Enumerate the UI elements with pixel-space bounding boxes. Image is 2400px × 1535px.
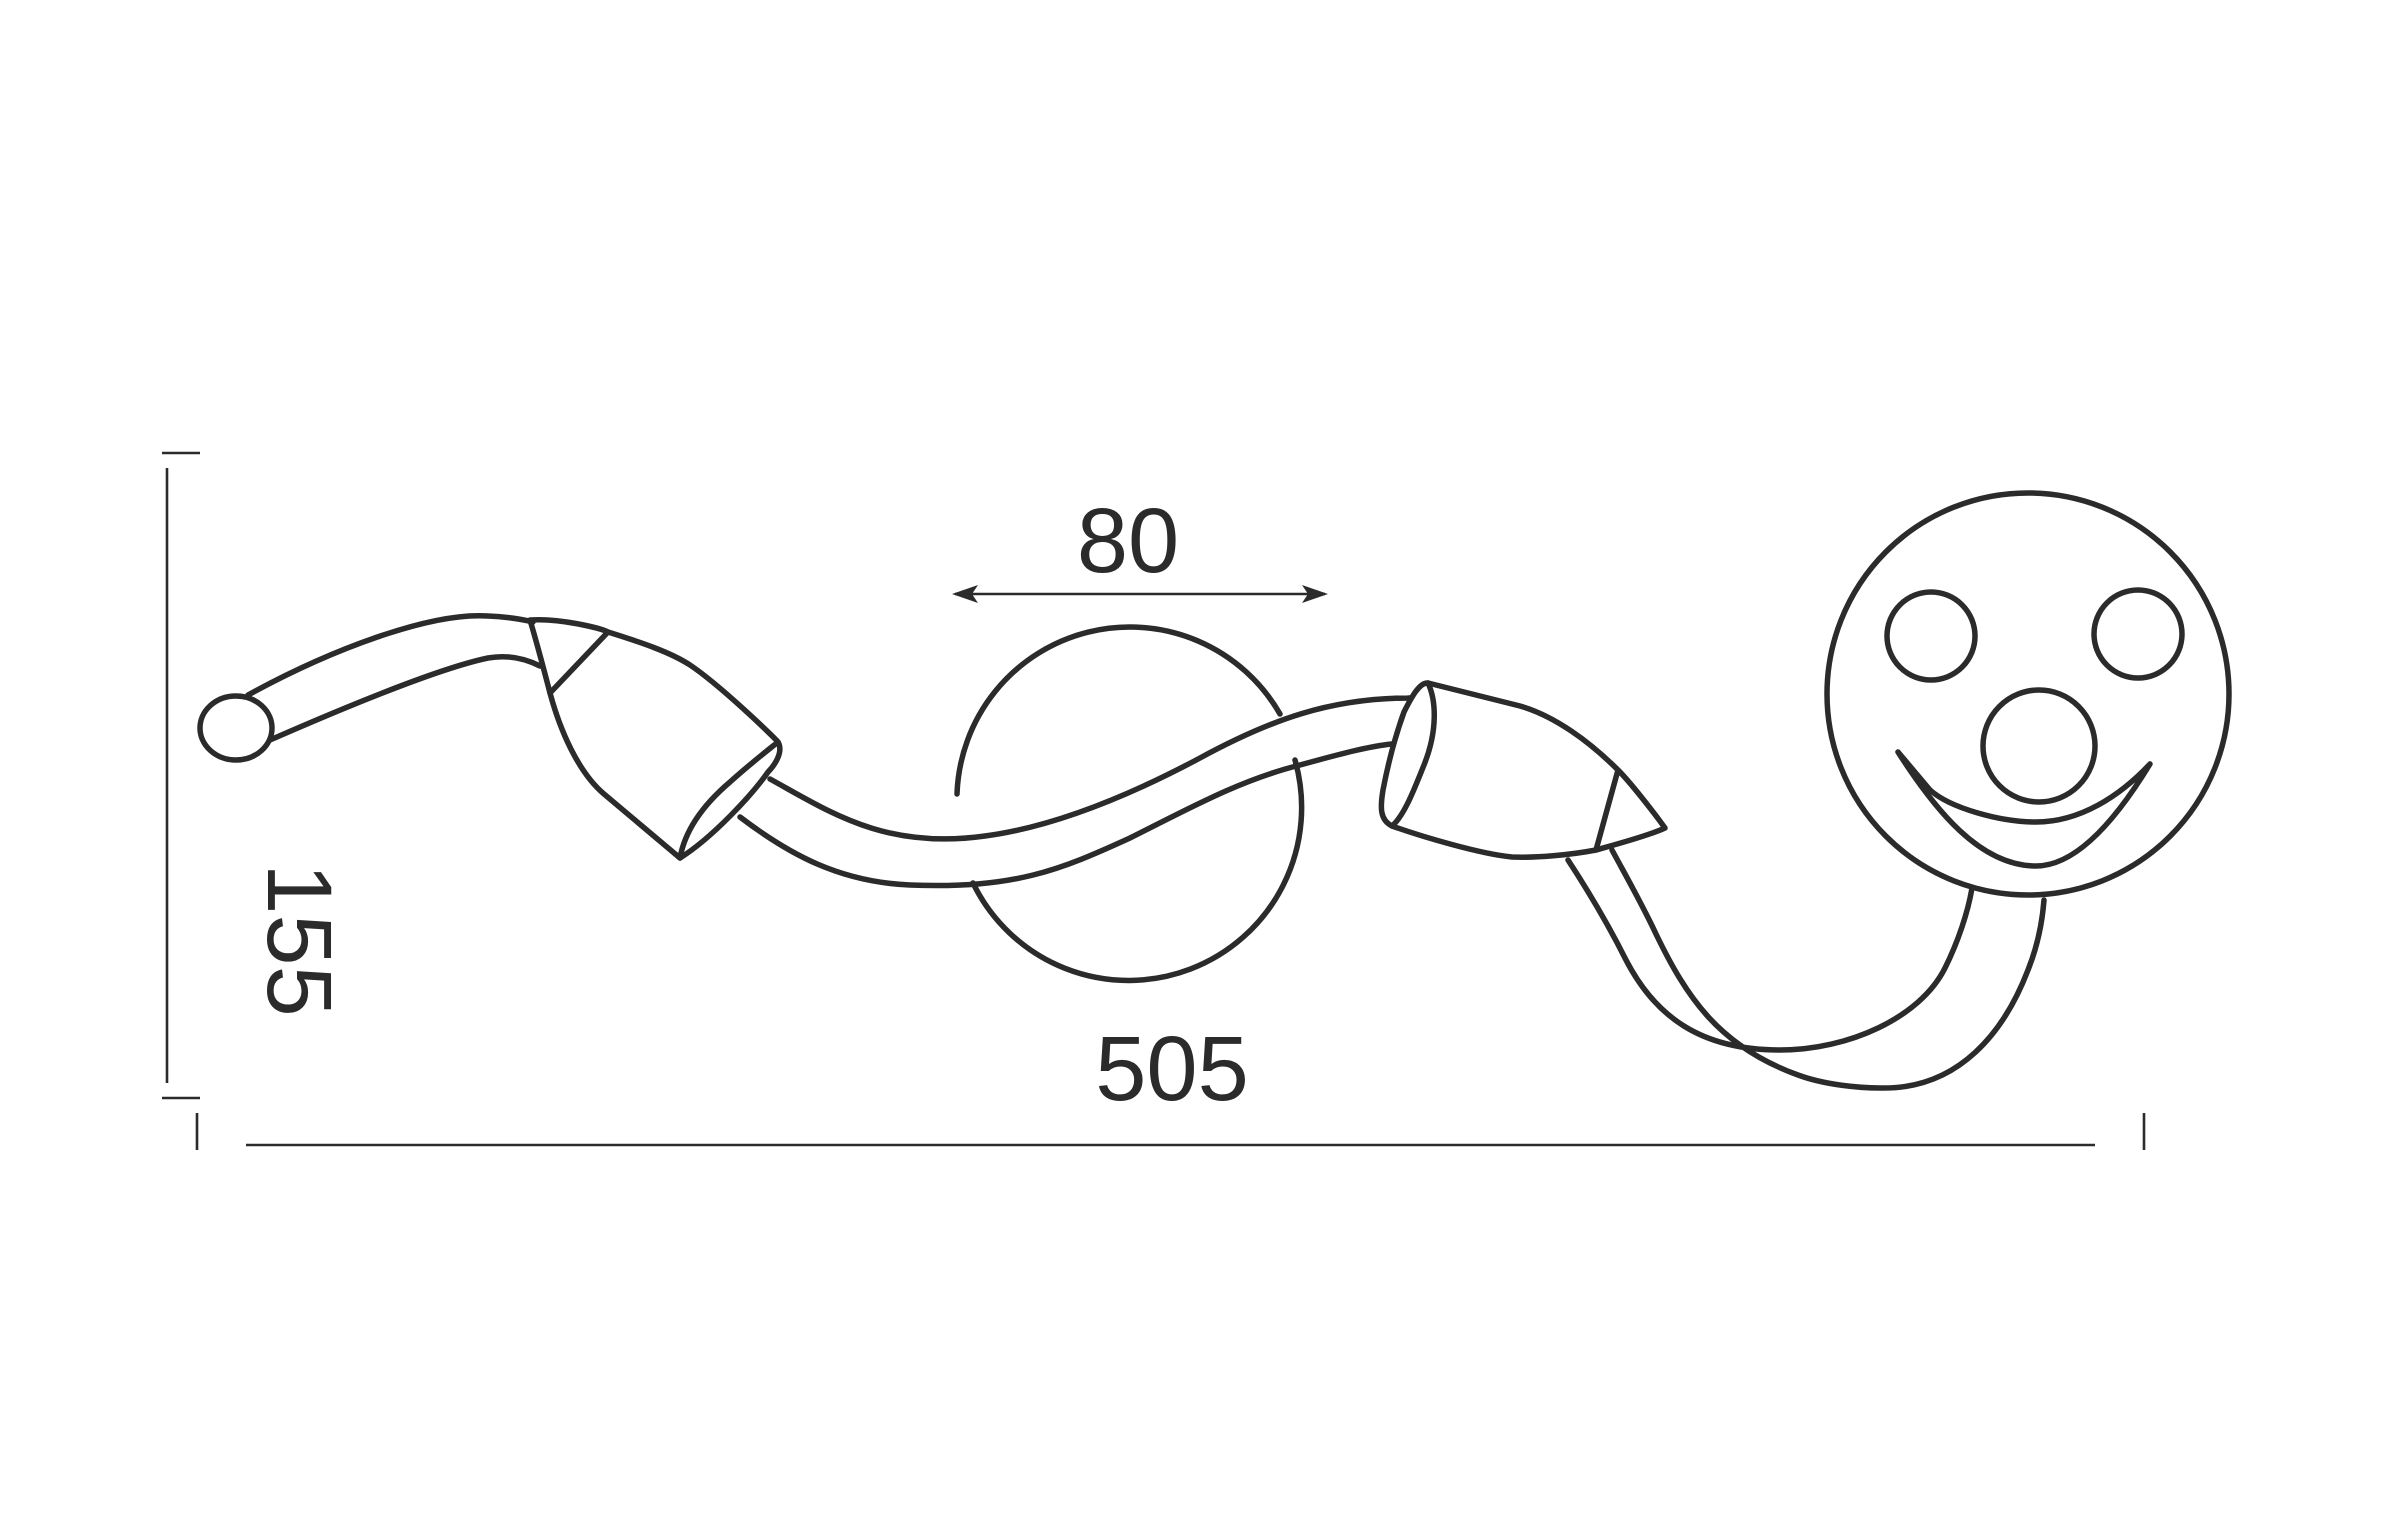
face-head	[1824, 490, 2232, 898]
left-shade-seam	[547, 629, 611, 696]
lamp-body	[197, 490, 2232, 1091]
left-shade-opening	[677, 739, 781, 861]
face-nose	[1980, 687, 2098, 805]
length-dimension: 505	[195, 1018, 2146, 1150]
middle-shade-opening	[1389, 680, 1437, 829]
height-label: 155	[248, 863, 350, 1017]
spacing-label: 80	[1077, 490, 1179, 592]
middle-shade-seam	[1593, 767, 1621, 853]
spacing-left-arrowhead	[952, 585, 978, 603]
left-eye	[1884, 589, 1978, 683]
spacing-right-arrowhead	[1302, 585, 1328, 603]
length-label: 505	[1095, 1018, 1249, 1120]
middle-arm	[737, 695, 1413, 889]
tail-end-cap	[197, 693, 275, 763]
spacing-dimension: 80	[952, 490, 1328, 603]
right-eye	[2091, 587, 2185, 681]
neck-arm	[1565, 847, 2047, 1091]
wall-mount-disc	[954, 624, 1305, 984]
tail-arm	[245, 612, 543, 743]
left-shade	[527, 617, 783, 861]
face-smile	[1895, 749, 2153, 869]
height-dimension: 155	[162, 451, 350, 1100]
